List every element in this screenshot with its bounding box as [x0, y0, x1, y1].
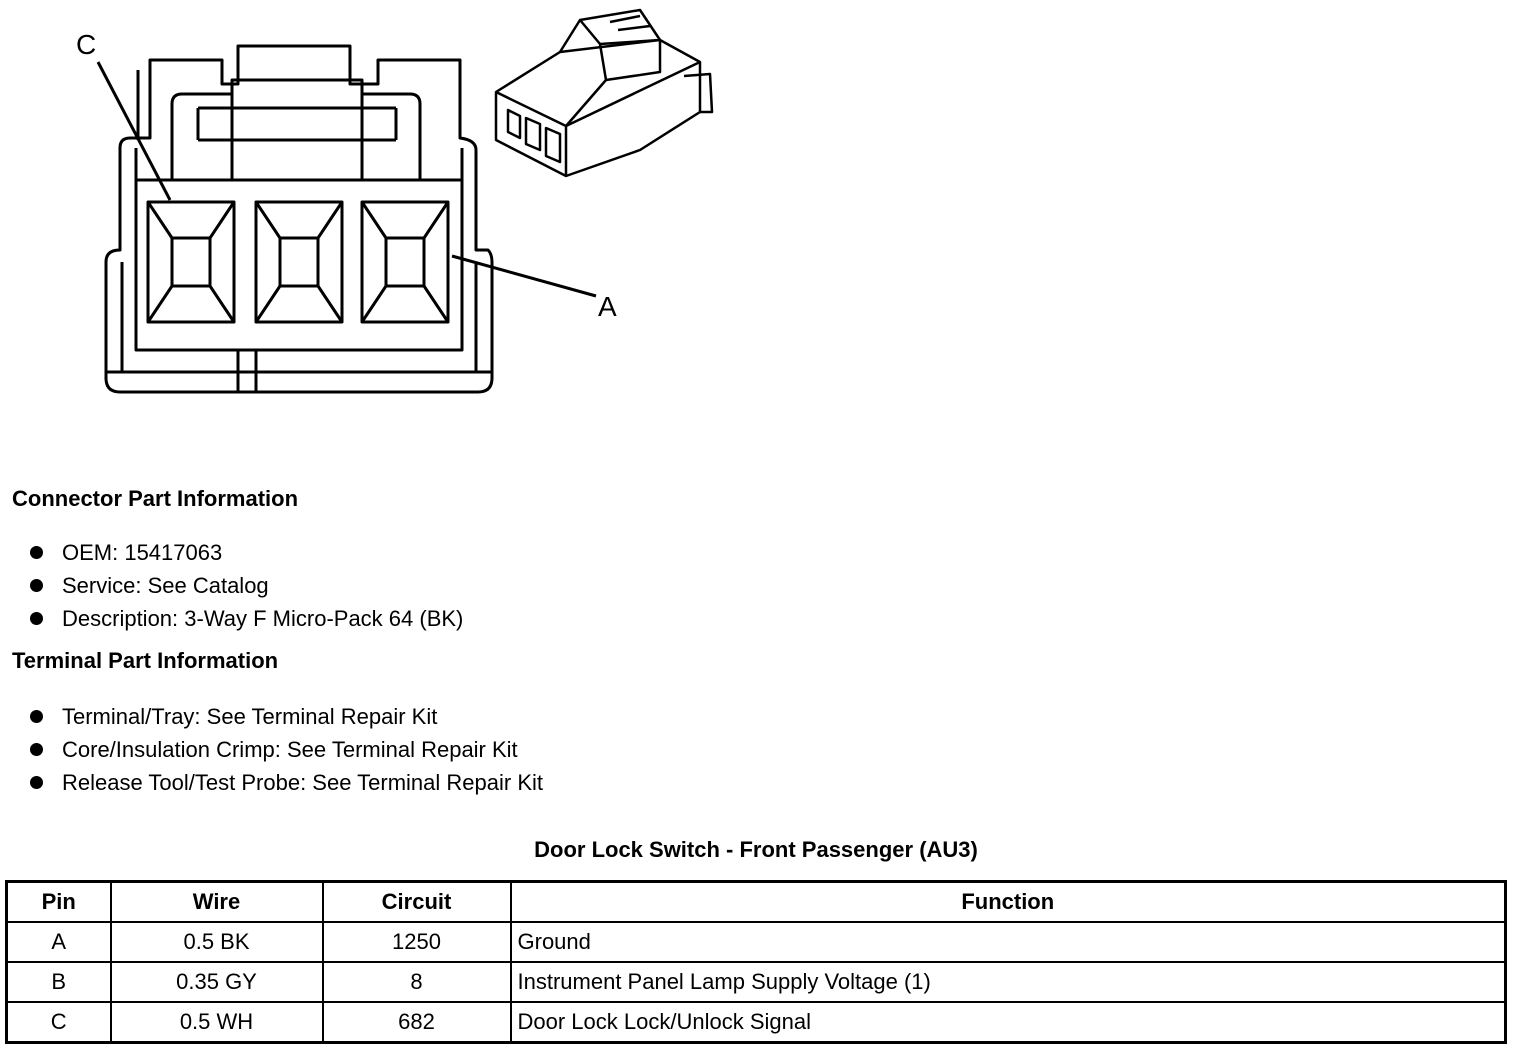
- list-item: Terminal/Tray: See Terminal Repair Kit: [28, 700, 543, 733]
- table-row: B 0.35 GY 8 Instrument Panel Lamp Supply…: [5, 961, 1507, 1003]
- cell-wire: 0.35 GY: [109, 961, 324, 1003]
- column-header-wire: Wire: [109, 880, 324, 923]
- cell-pin: A: [5, 921, 112, 963]
- cell-function: Ground: [509, 921, 1507, 963]
- table-row: A 0.5 BK 1250 Ground: [5, 921, 1507, 963]
- connector-description: Description: 3-Way F Micro-Pack 64 (BK): [62, 606, 464, 631]
- connector-info-list: OEM: 15417063 Service: See Catalog Descr…: [28, 536, 463, 635]
- bullet-icon: [30, 579, 43, 592]
- bullet-icon: [30, 776, 43, 789]
- cell-function: Instrument Panel Lamp Supply Voltage (1): [509, 961, 1507, 1003]
- cell-circuit: 682: [321, 1001, 512, 1044]
- connector-info-heading: Connector Part Information: [12, 486, 299, 511]
- terminal-crimp: Core/Insulation Crimp: See Terminal Repa…: [62, 737, 518, 762]
- cell-function: Door Lock Lock/Unlock Signal: [509, 1001, 1507, 1044]
- connector-diagram: C A: [76, 8, 714, 394]
- column-header-circuit: Circuit: [321, 880, 512, 923]
- list-item: OEM: 15417063: [28, 536, 463, 569]
- connector-oem: OEM: 15417063: [62, 540, 223, 565]
- callout-a-label: A: [598, 291, 617, 322]
- list-item: Description: 3-Way F Micro-Pack 64 (BK): [28, 602, 463, 635]
- column-header-pin: Pin: [5, 880, 112, 923]
- terminal-release-tool: Release Tool/Test Probe: See Terminal Re…: [62, 770, 543, 795]
- table-title: Door Lock Switch - Front Passenger (AU3): [534, 837, 978, 862]
- column-header-function: Function: [509, 880, 1507, 923]
- list-item: Release Tool/Test Probe: See Terminal Re…: [28, 766, 543, 799]
- bullet-icon: [30, 743, 43, 756]
- bullet-icon: [30, 710, 43, 723]
- bullet-icon: [30, 612, 43, 625]
- table-header-row: Pin Wire Circuit Function: [5, 880, 1507, 923]
- cell-circuit: 1250: [321, 921, 512, 963]
- terminal-info-heading: Terminal Part Information: [12, 648, 279, 673]
- table-row: C 0.5 WH 682 Door Lock Lock/Unlock Signa…: [5, 1001, 1507, 1044]
- cell-pin: C: [5, 1001, 112, 1044]
- cell-wire: 0.5 BK: [109, 921, 324, 963]
- list-item: Service: See Catalog: [28, 569, 463, 602]
- terminal-info-list: Terminal/Tray: See Terminal Repair Kit C…: [28, 700, 543, 799]
- cell-circuit: 8: [321, 961, 512, 1003]
- list-item: Core/Insulation Crimp: See Terminal Repa…: [28, 733, 543, 766]
- connector-service: Service: See Catalog: [62, 573, 269, 598]
- cell-wire: 0.5 WH: [109, 1001, 324, 1044]
- bullet-icon: [30, 546, 43, 559]
- cell-pin: B: [5, 961, 112, 1003]
- callout-c-label: C: [76, 29, 96, 60]
- pinout-table: Pin Wire Circuit Function A 0.5 BK 1250 …: [5, 880, 1507, 1044]
- terminal-tray: Terminal/Tray: See Terminal Repair Kit: [62, 704, 438, 729]
